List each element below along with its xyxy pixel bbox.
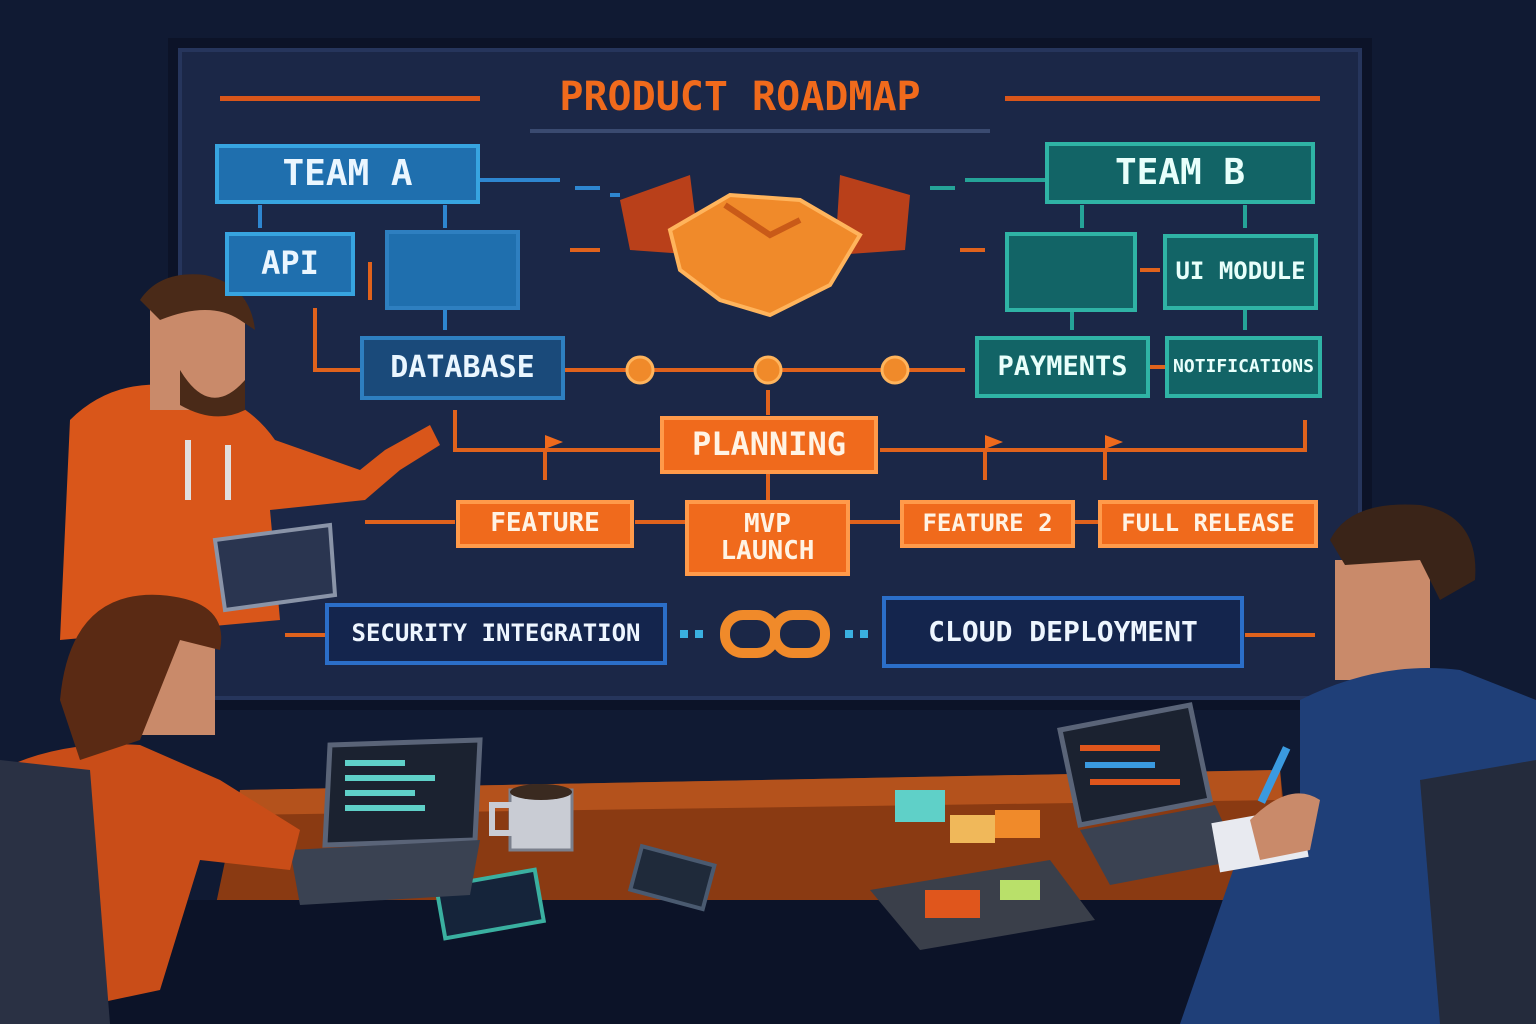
laptop-left (290, 737, 483, 905)
presenter-person (60, 274, 440, 640)
mvp-launch-box: MVP LAUNCH (685, 500, 850, 576)
title-underline (530, 129, 990, 133)
handshake-icon (620, 175, 910, 318)
sticky-note (950, 815, 995, 843)
flag-icon (545, 435, 1123, 449)
server-box-team-b (1005, 232, 1137, 312)
notifications-box: NOTIFICATIONS (1165, 336, 1322, 398)
title-rule-right (1005, 96, 1320, 101)
coffee-mug (489, 784, 574, 852)
sticky-note (995, 810, 1040, 838)
timeline-nodes (625, 355, 910, 385)
security-integration-box: SECURITY INTEGRATION (325, 603, 667, 665)
cloud-deployment-box: CLOUD DEPLOYMENT (882, 596, 1244, 668)
laptop-right (1057, 702, 1240, 885)
seated-person-left (0, 594, 300, 1024)
note (925, 890, 980, 918)
payments-box: PAYMENTS (975, 336, 1150, 398)
team-a-connectors (258, 178, 620, 330)
chain-link-icon (720, 610, 830, 658)
team-b-connectors (930, 178, 1247, 330)
team-a-header: TEAM A (215, 144, 480, 204)
ui-module-box: UI MODULE (1163, 234, 1318, 310)
database-box: DATABASE (360, 336, 565, 400)
seated-person-right (1180, 504, 1536, 1024)
note (1000, 880, 1040, 900)
chain-dots (680, 630, 868, 638)
title-rule-left (220, 96, 480, 101)
api-box: API (225, 232, 355, 296)
planning-box: PLANNING (660, 416, 878, 474)
team-b-header: TEAM B (1045, 142, 1315, 204)
full-release-box: FULL RELEASE (1098, 500, 1318, 548)
feature-2-box: FEATURE 2 (900, 500, 1075, 548)
server-box-team-a (385, 230, 520, 310)
feature-box: FEATURE (456, 500, 634, 548)
phone (627, 843, 717, 912)
board-title: PRODUCT ROADMAP (559, 74, 921, 120)
sticky-note (895, 790, 945, 822)
